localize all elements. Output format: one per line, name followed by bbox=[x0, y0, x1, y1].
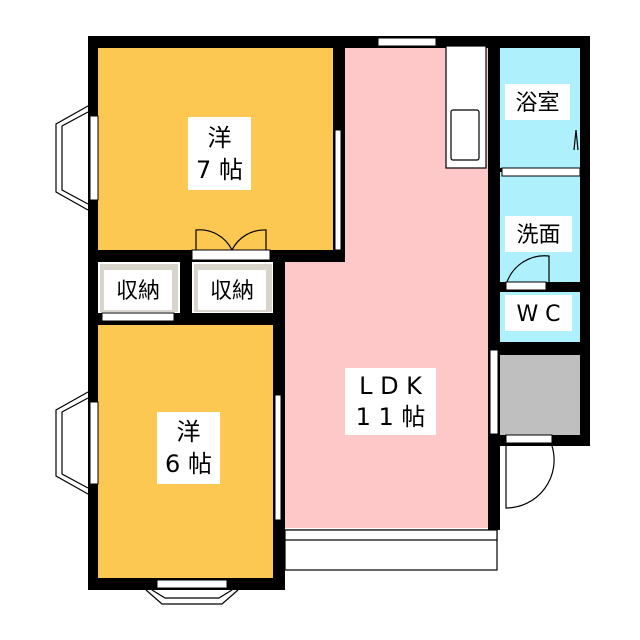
room-ldk bbox=[285, 48, 488, 528]
label-western-6: 洋 6 帖 bbox=[157, 412, 220, 484]
label-bath: 浴室 bbox=[505, 84, 570, 120]
label-storage-1: 収納 bbox=[104, 270, 172, 310]
windows bbox=[89, 37, 581, 589]
label-storage-2: 収納 bbox=[198, 270, 266, 310]
label-western-7: 洋 7 帖 bbox=[188, 117, 251, 190]
kitchen-counter bbox=[445, 45, 487, 169]
storage-text: 収納 bbox=[210, 279, 254, 304]
balcony bbox=[284, 529, 498, 571]
washroom-text: 洗面 bbox=[516, 223, 560, 248]
storage-text: 収納 bbox=[116, 279, 160, 304]
doors bbox=[195, 129, 579, 509]
bay-windows bbox=[55, 105, 239, 605]
room-entrance bbox=[500, 355, 580, 435]
label-toilet: W C bbox=[505, 295, 572, 331]
bath-text: 浴室 bbox=[515, 91, 559, 116]
room-size-text: 6 帖 bbox=[165, 450, 212, 478]
label-ldk: L D K 1 1 帖 bbox=[345, 368, 436, 435]
room-type-text: 洋 bbox=[208, 124, 232, 152]
room-size-text: 1 1 帖 bbox=[356, 403, 426, 431]
toilet-text: W C bbox=[516, 302, 560, 327]
room-size-text: 7 帖 bbox=[196, 156, 243, 184]
room-type-text: L D K bbox=[359, 372, 423, 400]
label-washroom: 洗面 bbox=[505, 216, 572, 252]
room-type-text: 洋 bbox=[177, 418, 201, 446]
